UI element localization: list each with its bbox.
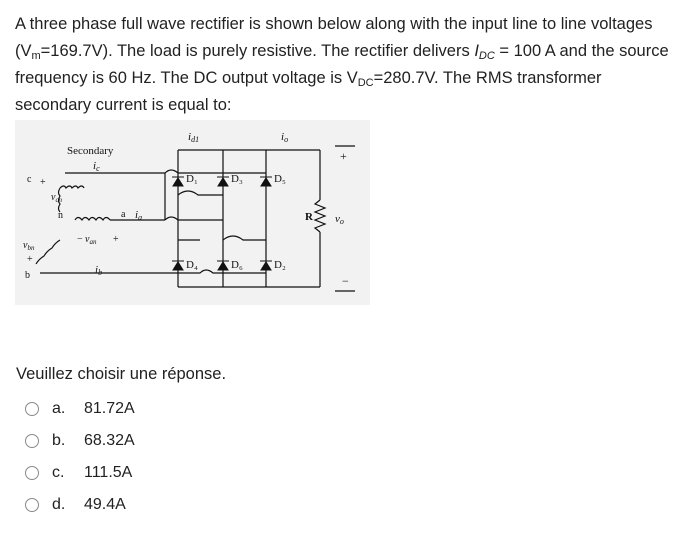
svg-text:−: − bbox=[77, 234, 83, 245]
svg-text:D₁: D₁ bbox=[186, 173, 198, 185]
svg-text:vo: vo bbox=[335, 213, 344, 226]
svg-text:van: van bbox=[85, 234, 97, 246]
option-c[interactable]: c. 111.5A bbox=[25, 457, 135, 489]
svg-text:+: + bbox=[340, 149, 347, 163]
svg-text:D₂: D₂ bbox=[274, 259, 286, 271]
svg-text:ic: ic bbox=[93, 160, 100, 173]
svg-text:ib: ib bbox=[95, 264, 102, 277]
svg-text:id1: id1 bbox=[188, 131, 199, 144]
svg-text:R: R bbox=[305, 211, 314, 223]
radio-button-d[interactable] bbox=[25, 498, 39, 512]
svg-text:ia: ia bbox=[135, 209, 142, 222]
option-letter: b. bbox=[52, 432, 66, 449]
option-text: 68.32A bbox=[84, 432, 135, 449]
svg-text:b: b bbox=[25, 270, 30, 281]
svg-text:D₃: D₃ bbox=[231, 173, 243, 185]
radio-button-b[interactable] bbox=[25, 434, 39, 448]
svg-text:+: + bbox=[113, 234, 119, 245]
svg-text:D₅: D₅ bbox=[274, 173, 286, 185]
svg-text:vbn: vbn bbox=[23, 240, 35, 252]
option-b[interactable]: b. 68.32A bbox=[25, 425, 135, 457]
svg-text:D₆: D₆ bbox=[231, 259, 243, 271]
question-text: A three phase full wave rectifier is sho… bbox=[15, 15, 669, 114]
answer-options: a. 81.72A b. 68.32A c. 111.5A d. 49.4A bbox=[25, 393, 135, 521]
option-letter: a. bbox=[52, 400, 66, 417]
radio-button-a[interactable] bbox=[25, 402, 39, 416]
svg-text:n: n bbox=[58, 210, 63, 221]
svg-text:vcn: vcn bbox=[51, 192, 63, 204]
option-d[interactable]: d. 49.4A bbox=[25, 489, 135, 521]
answer-prompt: Veuillez choisir une réponse. bbox=[16, 365, 227, 383]
option-text: 49.4A bbox=[84, 496, 126, 513]
svg-text:+: + bbox=[40, 177, 46, 188]
radio-button-c[interactable] bbox=[25, 466, 39, 480]
option-text: 111.5A bbox=[84, 464, 133, 481]
svg-text:a: a bbox=[121, 209, 126, 220]
svg-text:D₄: D₄ bbox=[186, 259, 198, 271]
option-letter: d. bbox=[52, 496, 66, 513]
rectifier-circuit-diagram: Secondary ic ib ia id1 io vcn vbn van vo… bbox=[15, 120, 370, 305]
svg-text:io: io bbox=[281, 131, 288, 144]
option-text: 81.72A bbox=[84, 400, 135, 417]
secondary-label: Secondary bbox=[67, 145, 114, 157]
svg-text:+: + bbox=[27, 254, 33, 265]
svg-text:c: c bbox=[27, 174, 32, 185]
option-a[interactable]: a. 81.72A bbox=[25, 393, 135, 425]
option-letter: c. bbox=[52, 464, 65, 481]
svg-text:−: − bbox=[342, 274, 349, 288]
